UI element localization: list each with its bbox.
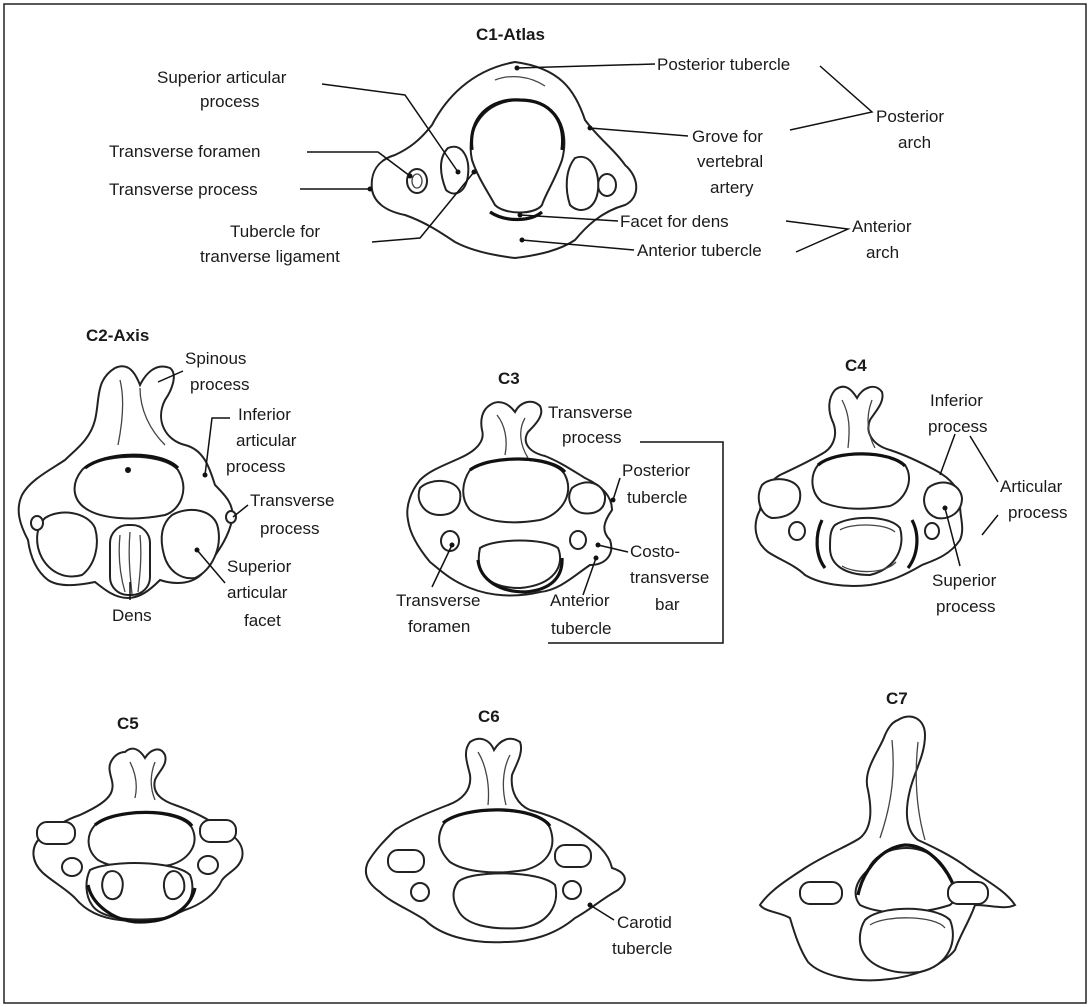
label-tubercle-lig-2: tranverse ligament [200, 247, 340, 266]
c7-left-process [800, 882, 842, 904]
label-superior-articular-1: Superior articular [157, 68, 287, 87]
label-c2-superior-2: articular [227, 583, 288, 602]
label-c6-carotid-2: tubercle [612, 939, 672, 958]
c4-right-articular [924, 483, 962, 519]
label-c3-posterior-1: Posterior [622, 461, 690, 480]
c5-right-process [200, 820, 236, 842]
c2-title: C2-Axis [86, 326, 149, 345]
label-transverse-foramen: Transverse foramen [109, 142, 260, 161]
label-c2-superior-3: facet [244, 611, 281, 630]
c6-left-process [388, 850, 424, 872]
label-c3-posterior-2: tubercle [627, 488, 687, 507]
label-c4-articular-1: Articular [1000, 477, 1063, 496]
label-c4-inferior-2: process [928, 417, 988, 436]
label-tubercle-lig-1: Tubercle for [230, 222, 320, 241]
label-c2-transverse-1: Transverse [250, 491, 334, 510]
c5-right-transverse-foramen [198, 856, 218, 874]
label-c2-transverse-2: process [260, 519, 320, 538]
c6-vertebral-foramen [439, 810, 552, 872]
label-c2-dens: Dens [112, 606, 152, 625]
label-c3-costo-1: Costo- [630, 542, 680, 561]
c6-left-transverse-foramen [411, 883, 429, 901]
c6-right-transverse-foramen [563, 881, 581, 899]
label-c2-inferior-3: process [226, 457, 286, 476]
c1-right-articular-process [567, 157, 599, 210]
c4-right-transverse-foramen [925, 523, 939, 539]
label-c4-superior-2: process [936, 597, 996, 616]
c3-title: C3 [498, 369, 520, 388]
c7-right-process [948, 882, 988, 904]
c3-right-transverse-foramen [570, 531, 586, 549]
label-c2-superior-1: Superior [227, 557, 292, 576]
label-c3-anterior-2: tubercle [551, 619, 611, 638]
label-c3-costo-3: bar [655, 595, 680, 614]
label-anterior-arch-1: Anterior [852, 217, 912, 236]
label-c3-foramen-2: foramen [408, 617, 470, 636]
c6-right-process [555, 845, 591, 867]
label-c2-inferior-1: Inferior [238, 405, 291, 424]
c4-vertebral-foramen [812, 454, 909, 509]
c7-title: C7 [886, 689, 908, 708]
label-c6-carotid-1: Carotid [617, 913, 672, 932]
c5-right-uncus [164, 871, 184, 899]
label-c2-spinous-2: process [190, 375, 250, 394]
c2-left-transverse-foramen [31, 516, 43, 530]
c1-right-transverse-foramen [598, 174, 616, 196]
label-grove-3: artery [710, 178, 754, 197]
label-c3-foramen-1: Transverse [396, 591, 480, 610]
label-grove-2: vertebral [697, 152, 763, 171]
c2-vertebral-foramen [75, 457, 184, 519]
c5-left-uncus [102, 871, 123, 899]
c5-title: C5 [117, 714, 139, 733]
c2-right-transverse-foramen [226, 511, 236, 523]
c3-left-articular [419, 481, 461, 515]
c3-vertebral-foramen [463, 459, 568, 522]
label-anterior-arch-2: arch [866, 243, 899, 262]
label-c3-costo-2: transverse [630, 568, 709, 587]
c4-title: C4 [845, 356, 867, 375]
c4-left-transverse-foramen [789, 522, 805, 540]
c6-centrum [454, 873, 557, 928]
label-posterior-arch-2: arch [898, 133, 931, 152]
label-grove-1: Grove for [692, 127, 763, 146]
c1-left-transverse-foramen [407, 169, 427, 193]
label-c4-articular-2: process [1008, 503, 1068, 522]
label-c3-transverse-1: Transverse [548, 403, 632, 422]
label-c2-inferior-2: articular [236, 431, 297, 450]
label-transverse-process: Transverse process [109, 180, 258, 199]
label-c3-transverse-2: process [562, 428, 622, 447]
c5-left-process [37, 822, 75, 844]
label-anterior-tubercle: Anterior tubercle [637, 241, 762, 260]
label-facet-dens: Facet for dens [620, 212, 729, 231]
c5-left-transverse-foramen [62, 858, 82, 876]
label-posterior-arch-1: Posterior [876, 107, 944, 126]
label-posterior-tubercle: Posterior tubercle [657, 55, 790, 74]
c1-title: C1-Atlas [476, 25, 545, 44]
label-c4-superior-1: Superior [932, 571, 997, 590]
label-superior-articular-2: process [200, 92, 260, 111]
label-c2-spinous-1: Spinous [185, 349, 246, 368]
c6-title: C6 [478, 707, 500, 726]
label-c3-anterior-1: Anterior [550, 591, 610, 610]
label-c4-inferior-1: Inferior [930, 391, 983, 410]
c3-right-articular [569, 482, 605, 513]
